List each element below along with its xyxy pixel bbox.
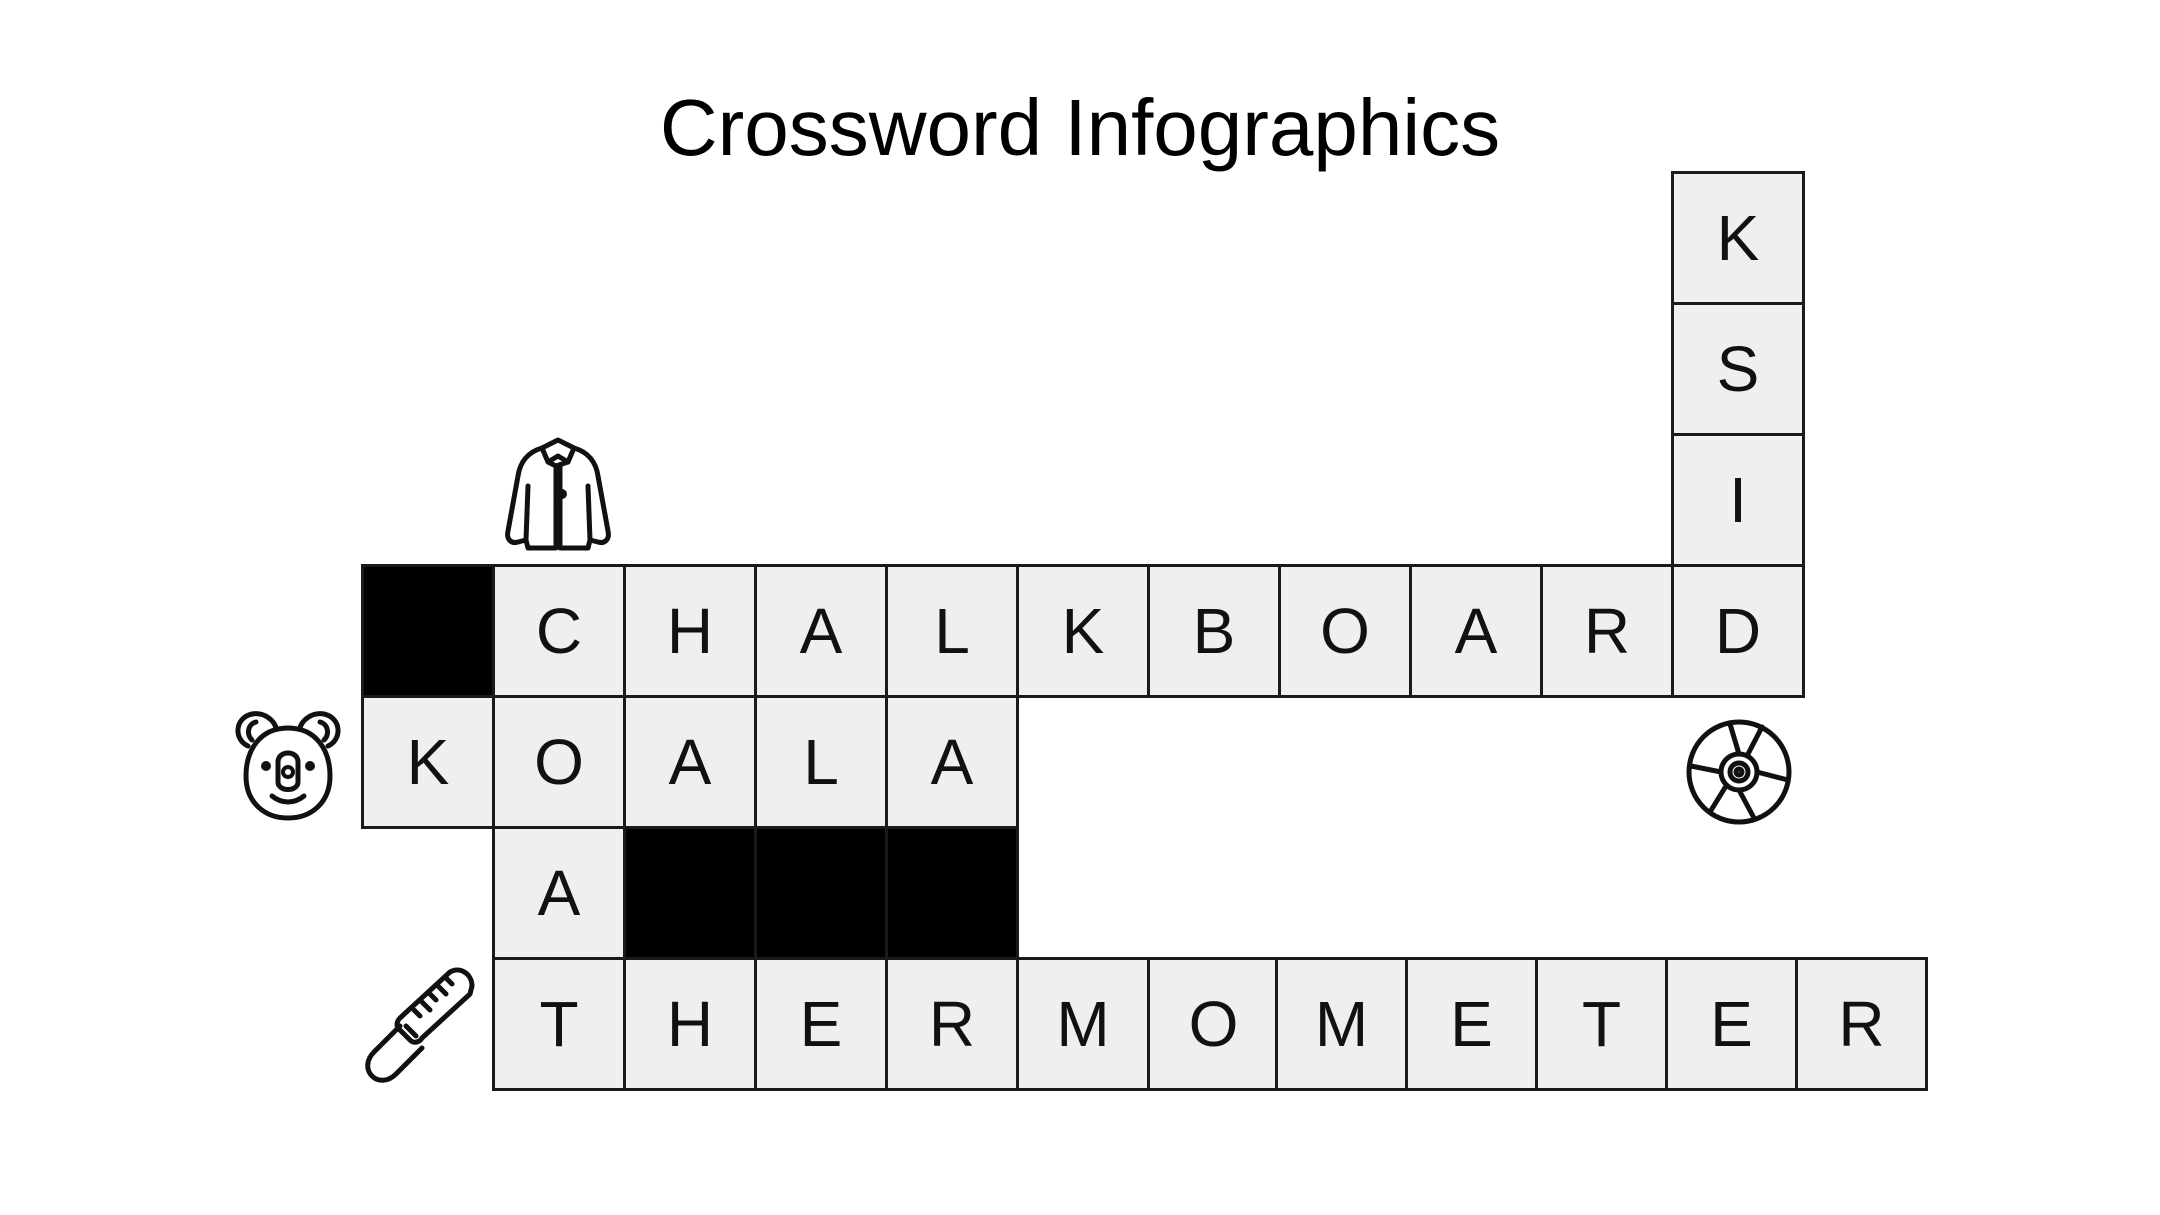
- letter-cell: M: [1016, 957, 1150, 1091]
- black-cell: [885, 826, 1019, 960]
- letter-cell: E: [754, 957, 888, 1091]
- letter-cell: K: [1016, 564, 1150, 698]
- letter-cell: R: [1540, 564, 1674, 698]
- koala-icon: [228, 706, 348, 824]
- letter-cell: E: [1665, 957, 1798, 1091]
- letter-cell: D: [1671, 564, 1805, 698]
- letter-cell: R: [885, 957, 1019, 1091]
- letter-cell: A: [754, 564, 888, 698]
- black-cell: [754, 826, 888, 960]
- black-cell: [361, 564, 495, 698]
- black-cell: [623, 826, 757, 960]
- letter-cell: S: [1671, 302, 1805, 436]
- letter-cell: C: [492, 564, 626, 698]
- letter-cell: O: [1147, 957, 1280, 1091]
- disc-icon: [1684, 714, 1794, 830]
- letter-cell: L: [885, 564, 1019, 698]
- page-title: Crossword Infographics: [659, 83, 1501, 172]
- letter-cell: R: [1795, 957, 1928, 1091]
- letter-cell: T: [1535, 957, 1668, 1091]
- letter-cell: H: [623, 957, 757, 1091]
- thermometer-icon: [360, 964, 480, 1084]
- letter-cell: A: [1409, 564, 1543, 698]
- letter-cell: L: [754, 695, 888, 829]
- letter-cell: A: [492, 826, 626, 960]
- letter-cell: T: [492, 957, 626, 1091]
- letter-cell: A: [885, 695, 1019, 829]
- letter-cell: O: [1278, 564, 1412, 698]
- letter-cell: B: [1147, 564, 1281, 698]
- letter-cell: E: [1405, 957, 1538, 1091]
- letter-cell: K: [1671, 171, 1805, 305]
- letter-cell: H: [623, 564, 757, 698]
- letter-cell: A: [623, 695, 757, 829]
- letter-cell: I: [1671, 433, 1805, 567]
- letter-cell: K: [361, 695, 495, 829]
- letter-cell: O: [492, 695, 626, 829]
- coat-icon: [498, 436, 618, 554]
- letter-cell: M: [1275, 957, 1408, 1091]
